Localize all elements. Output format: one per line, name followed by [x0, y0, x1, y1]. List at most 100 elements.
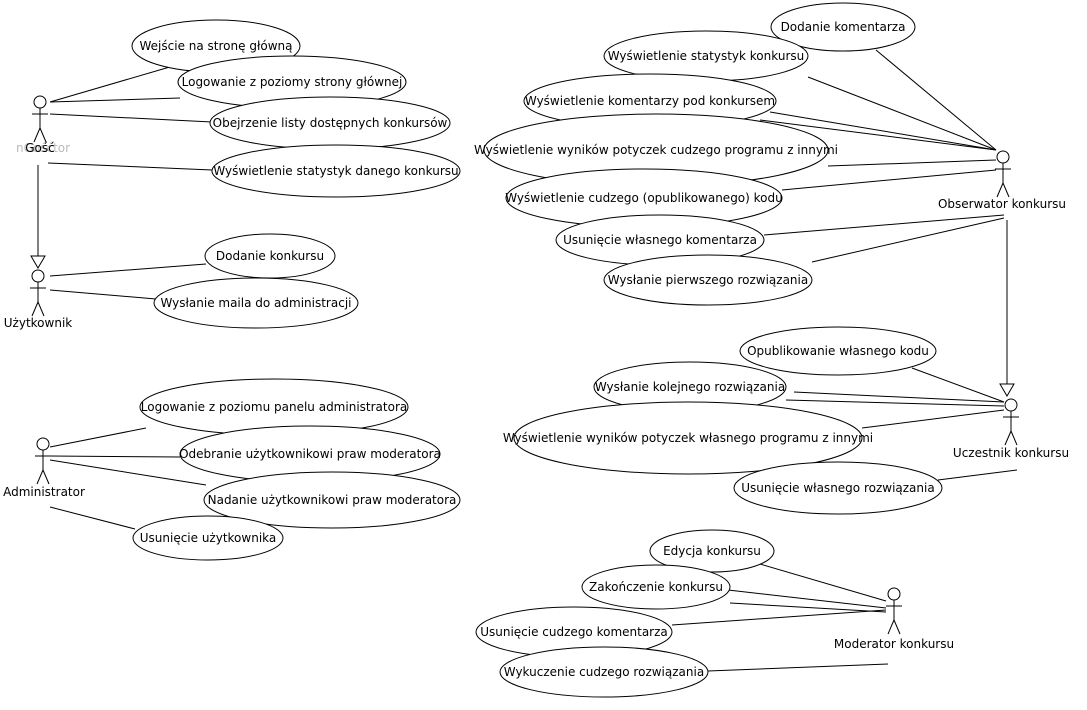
use-case-label: Usunięcie własnego komentarza: [563, 233, 757, 247]
use-case-uc12: Wyświetlenie statystyk konkursu: [603, 30, 809, 82]
assoc-obs-uc12: [807, 76, 997, 151]
use-case-label: Wysłanie kolejnego rozwiązania: [595, 380, 785, 394]
actor-moderator: Moderator konkursu: [834, 587, 954, 651]
use-case-uc10: Usunięcie użytkownika: [132, 515, 284, 561]
use-case-ellipse: [581, 564, 731, 610]
use-case-uc21: Usunięcie własnego rozwiązania: [733, 461, 943, 515]
use-case-ellipse: [153, 277, 359, 329]
use-case-label: Wyświetlenie cudzego (opublikowanego) ko…: [505, 191, 782, 205]
use-case-uc25: Wykuczenie cudzego rozwiązania: [499, 646, 709, 698]
assoc-obs-uc17: [811, 217, 1005, 263]
use-case-label: Logowanie z poziomu panelu administrator…: [141, 400, 407, 414]
use-case-uc20: Wyświetlenie wyników potyczek własnego p…: [503, 401, 873, 475]
use-case-label: Zakończenie konkursu: [589, 580, 723, 594]
actor-obserwator: Obserwator konkursu: [938, 150, 1066, 211]
use-case-ellipse: [603, 254, 813, 306]
use-case-uc4: Wyświetlenie statystyk danego konkursu: [211, 144, 461, 198]
use-case-ellipse: [739, 326, 937, 376]
assoc-admin-uc8: [49, 455, 181, 458]
use-case-uc3: Obejrzenie listy dostępnych konkursów: [209, 96, 451, 150]
actor-administrator: Administrator: [3, 437, 85, 499]
assoc-mod-uc24: [671, 609, 887, 626]
use-case-uc23: Zakończenie konkursu: [581, 564, 731, 610]
use-case-uc17: Wysłanie pierwszego rozwiązania: [603, 254, 813, 306]
use-case-uc13: Wyświetlenie komentarzy pod konkursem: [523, 73, 777, 129]
use-case-uc11: Dodanie komentarza: [770, 2, 916, 52]
assoc-ucz-uc19b: [785, 399, 1005, 407]
generalization-uzytkownik-gosc: [30, 165, 46, 269]
assoc-admin-uc9: [49, 459, 207, 486]
assoc-gosc-uc2: [49, 97, 181, 103]
use-case-ellipse: [499, 646, 709, 698]
actor-gosc: nGośćtor Gość: [16, 95, 70, 155]
use-case-uc19: Wysłanie kolejnego rozwiązania: [593, 361, 787, 413]
assoc-uzytkownik-uc5: [49, 263, 207, 277]
assoc-obs-uc11: [875, 49, 997, 151]
assoc-uzytkownik-uc6: [49, 289, 157, 300]
assoc-obs-uc15: [781, 169, 997, 191]
use-case-label: Wykuczenie cudzego rozwiązania: [504, 665, 704, 679]
use-case-label: Wejście na stronę główną: [140, 39, 293, 53]
assoc-ucz-uc18: [911, 367, 1005, 403]
assoc-obs-uc14: [759, 119, 997, 151]
associations: [47, 49, 1018, 672]
assoc-obs-uc13: [769, 111, 997, 151]
actor-stick-figure-icon: [32, 95, 48, 143]
assoc-gosc-uc1: [49, 63, 181, 103]
use-case-ellipse: [770, 2, 916, 52]
actor-stick-figure-icon: [30, 269, 46, 317]
actor-stick-figure-icon: [995, 150, 1011, 198]
use-case-uc22: Edycja konkursu: [649, 529, 775, 573]
use-case-label: Dodanie komentarza: [781, 20, 906, 34]
assoc-mod-uc22: [759, 563, 887, 602]
assoc-mod-uc25: [707, 663, 889, 672]
use-case-label: Wyświetlenie wyników potyczek własnego p…: [503, 431, 873, 445]
assoc-ucz-uc20: [861, 409, 1005, 429]
actor-label: Administrator: [3, 485, 85, 499]
use-case-label: Wysłanie maila do administracji: [160, 296, 351, 310]
actor-stick-figure-icon: [886, 587, 902, 635]
actor-uzytkownik: Użytkownik: [4, 269, 73, 330]
actor-label: Moderator konkursu: [834, 637, 954, 651]
use-case-label: Wyświetlenie statystyk danego konkursu: [213, 164, 458, 178]
use-case-uc8: Odebranie użytkownikowi praw moderatora: [179, 425, 441, 483]
actor-stick-figure-icon: [35, 437, 51, 485]
actor-uczestnik: Uczestnik konkursu: [953, 398, 1069, 460]
use-case-label: Wyświetlenie statystyk konkursu: [608, 49, 804, 63]
use-case-ellipse: [513, 401, 863, 475]
use-case-label: Dodanie konkursu: [216, 249, 324, 263]
assoc-gosc-uc3: [49, 113, 213, 123]
assoc-admin-uc10: [49, 506, 136, 530]
generalization-arrowhead-icon: [30, 255, 46, 269]
assoc-admin-uc7: [49, 427, 147, 448]
use-case-ellipse: [649, 529, 775, 573]
generalization-uczestnik-obserwator: [999, 220, 1015, 397]
use-case-uc5: Dodanie konkursu: [204, 233, 336, 279]
actor-ghost-label: nGośćtor: [16, 141, 70, 155]
use-case-ellipse: [203, 471, 461, 529]
use-case-ellipse: [132, 515, 284, 561]
use-case-label: Opublikowanie własnego kodu: [747, 344, 929, 358]
use-case-label: Usunięcie własnego rozwiązania: [741, 481, 934, 495]
assoc-ucz-uc19: [793, 391, 1005, 403]
actor-label: Gość: [25, 141, 55, 155]
generalization-arrowhead-icon: [999, 383, 1015, 397]
use-case-uc2: Logowanie z poziomy strony głównej: [177, 55, 407, 109]
use-case-label: Usunięcie użytkownika: [140, 531, 277, 545]
assoc-ucz-uc21: [937, 469, 1018, 481]
use-case-label: Usunięcie cudzego komentarza: [480, 625, 668, 639]
use-case-uc18: Opublikowanie własnego kodu: [739, 326, 937, 376]
use-case-uc6: Wysłanie maila do administracji: [153, 277, 359, 329]
assoc-obs-uc14b: [827, 159, 997, 167]
use-cases: Wejście na stronę główną Logowanie z poz…: [131, 2, 943, 698]
assoc-obs-uc16: [763, 214, 1005, 236]
actor-label: Obserwator konkursu: [938, 197, 1066, 211]
use-case-label: Edycja konkursu: [663, 544, 761, 558]
assoc-mod-uc23: [727, 589, 887, 609]
actor-label: Użytkownik: [4, 316, 73, 330]
use-case-uc7: Logowanie z poziomu panelu administrator…: [139, 378, 409, 436]
assoc-gosc-uc4: [47, 162, 213, 171]
actor-stick-figure-icon: [1003, 398, 1019, 446]
use-case-label: Odebranie użytkownikowi praw moderatora: [179, 447, 441, 461]
